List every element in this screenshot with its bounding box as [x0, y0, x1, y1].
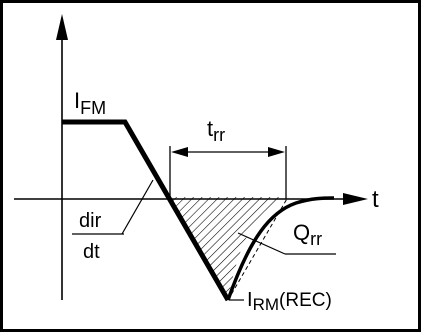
trr-label-sub: rr — [213, 125, 225, 145]
current-waveform — [62, 119, 231, 302]
qrr-hatched-area — [170, 197, 286, 300]
recovery-tail-curve — [226, 196, 335, 301]
qrr-label: Qrr — [293, 220, 322, 249]
qrr-leader — [237, 232, 286, 255]
ifm-label: IFM — [74, 88, 106, 118]
current-axis-arrowhead — [56, 14, 68, 40]
trr-arrow-right — [268, 147, 285, 157]
ifm-label-main: I — [74, 88, 80, 113]
irm-label-main: I — [247, 289, 253, 311]
trr-label-main: t — [207, 116, 213, 141]
trr-arrow-left — [171, 147, 188, 157]
time-axis-label: t — [372, 186, 379, 213]
dir-label: dir — [79, 210, 102, 232]
qrr-label-sub: rr — [310, 229, 322, 249]
trr-label: trr — [207, 116, 225, 145]
qrr-label-main: Q — [293, 220, 310, 245]
irm-label: IRM(REC) — [247, 289, 332, 314]
dt-label: dt — [83, 241, 100, 263]
dir-dt-leader — [121, 179, 154, 235]
irm-label-sub: RM — [253, 295, 279, 314]
time-axis-arrowhead — [343, 193, 368, 205]
irm-label-suffix: (REC) — [279, 290, 332, 311]
ifm-label-sub: FM — [80, 98, 106, 118]
